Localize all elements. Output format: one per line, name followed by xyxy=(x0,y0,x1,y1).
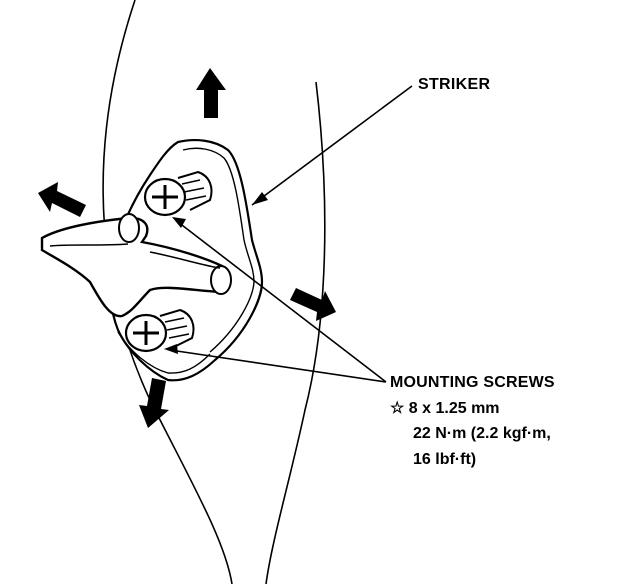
phillips-screw-icon xyxy=(133,321,159,345)
arrow-up-icon xyxy=(196,68,226,118)
screw-size-spec: ☆ 8 x 1.25 mm xyxy=(390,400,500,417)
door-edge-right xyxy=(265,81,326,584)
mounting-screws-label: MOUNTING SCREWS xyxy=(390,374,555,391)
top-mounting-screw xyxy=(143,170,213,217)
striker-loop xyxy=(40,213,232,318)
arrow-left-icon xyxy=(38,182,86,217)
door-edge-left xyxy=(102,0,233,584)
arrow-down-icon xyxy=(139,378,169,428)
torque-imperial-spec: 16 lbf·ft) xyxy=(413,451,477,468)
striker-label: STRIKER xyxy=(418,76,491,93)
leader-lines xyxy=(169,85,413,383)
screw-pointer-arrowhead-bottom xyxy=(164,344,178,354)
torque-spec: 22 N·m (2.2 kgf·m, xyxy=(413,425,551,442)
phillips-screw-icon xyxy=(152,185,178,209)
bottom-mounting-screw xyxy=(124,308,195,353)
screw-pointer-arrowhead-top xyxy=(172,217,186,228)
striker-pointer-arrowhead xyxy=(252,192,268,205)
arrow-right-icon xyxy=(290,288,336,321)
